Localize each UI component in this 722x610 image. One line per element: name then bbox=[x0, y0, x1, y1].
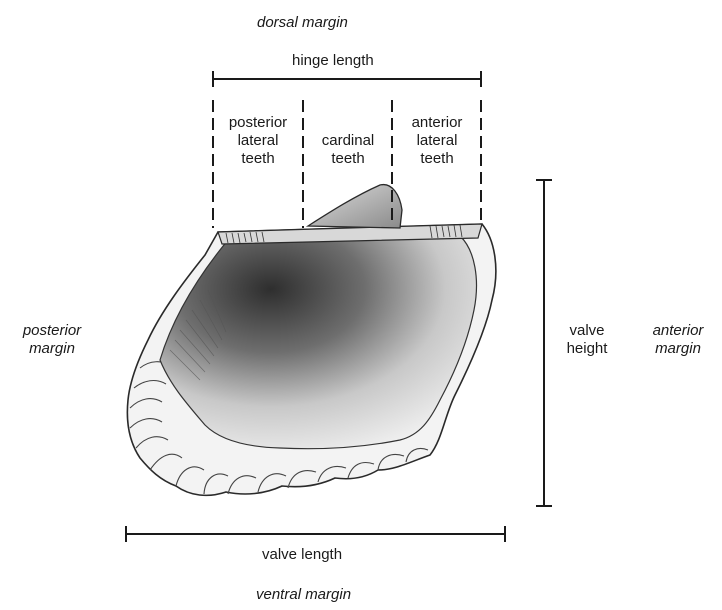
anterior-lateral-teeth-line-2: lateral bbox=[393, 132, 481, 150]
cardinal-teeth-line-1: cardinal bbox=[304, 132, 392, 150]
umbo bbox=[308, 185, 402, 228]
valve-height-dimension bbox=[536, 180, 552, 506]
posterior-lateral-teeth-line-2: lateral bbox=[214, 132, 302, 150]
anterior-margin-label: anterior margin bbox=[638, 322, 718, 358]
ventral-margin-label: ventral margin bbox=[256, 586, 351, 604]
cardinal-teeth-line-2: teeth bbox=[304, 150, 392, 168]
posterior-margin-label: posterior margin bbox=[12, 322, 92, 358]
hinge-length-dimension bbox=[213, 71, 481, 87]
anterior-margin-line-1: anterior bbox=[638, 322, 718, 340]
valve-height-label: valve height bbox=[552, 322, 622, 358]
valve-length-dimension bbox=[126, 526, 505, 542]
anterior-lateral-teeth-line-1: anterior bbox=[393, 114, 481, 132]
posterior-lateral-teeth-line-3: teeth bbox=[214, 150, 302, 168]
posterior-lateral-teeth-label: posterior lateral teeth bbox=[214, 114, 302, 168]
valve-height-line-2: height bbox=[552, 340, 622, 358]
valve-length-label: valve length bbox=[262, 546, 342, 564]
posterior-lateral-teeth-line-1: posterior bbox=[214, 114, 302, 132]
dorsal-margin-label: dorsal margin bbox=[257, 14, 348, 32]
anterior-margin-line-2: margin bbox=[638, 340, 718, 358]
cardinal-teeth-label: cardinal teeth bbox=[304, 132, 392, 168]
anterior-lateral-teeth-label: anterior lateral teeth bbox=[393, 114, 481, 168]
posterior-margin-line-2: margin bbox=[12, 340, 92, 358]
shell-interior bbox=[160, 236, 476, 449]
hinge-length-label: hinge length bbox=[292, 52, 374, 70]
valve-height-line-1: valve bbox=[552, 322, 622, 340]
anterior-lateral-teeth-line-3: teeth bbox=[393, 150, 481, 168]
posterior-margin-line-1: posterior bbox=[12, 322, 92, 340]
